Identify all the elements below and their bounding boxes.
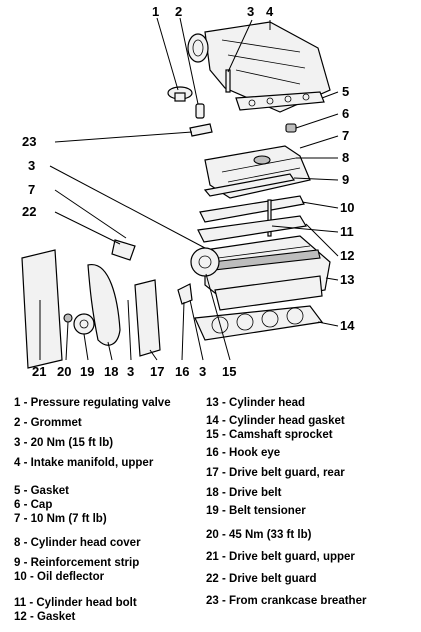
callout-8: 8: [342, 150, 349, 165]
drive-belt-guard-rear: [134, 279, 161, 357]
bolt-upper: [225, 69, 231, 93]
callout-22: 22: [22, 204, 36, 219]
belt-tensioner: [73, 313, 95, 335]
callout-3-bottom: 3: [127, 364, 134, 379]
legend-item-9: 9 - Reinforcement strip: [14, 557, 140, 569]
drive-belt-guard: [111, 239, 136, 261]
legend-item-20: 20 - 45 Nm (33 ft lb): [206, 529, 312, 541]
cylinder-head: [204, 235, 331, 311]
legend-item-23: 23 - From crankcase breather: [206, 595, 367, 607]
legend-item-19: 19 - Belt tensioner: [206, 505, 306, 517]
callout-21: 21: [32, 364, 46, 379]
legend-item-10: 10 - Oil deflector: [14, 571, 105, 583]
callout-7-right: 7: [342, 128, 349, 143]
camshaft-sprocket: [190, 247, 220, 277]
legend-left-column: 1 - Pressure regulating valve 2 - Gromme…: [14, 396, 204, 624]
callout-15: 15: [222, 364, 236, 379]
legend-item-2: 2 - Grommet: [14, 417, 82, 429]
legend-item-18: 18 - Drive belt: [206, 487, 282, 499]
legend-item-5: 5 - Gasket: [14, 485, 69, 497]
legend-item-8: 8 - Cylinder head cover: [14, 537, 141, 549]
callout-12: 12: [340, 248, 354, 263]
callout-4: 4: [266, 4, 274, 19]
callout-14: 14: [340, 318, 355, 333]
callout-13: 13: [340, 272, 354, 287]
reinforcement-strip: [203, 173, 296, 197]
legend-right-column: 13 - Cylinder head 14 - Cylinder head ga…: [206, 396, 416, 608]
exploded-engine-diagram: 1 2 3 4 5 6 7 8 9 10 11 12 13 14 23 3 7 …: [21, 4, 355, 379]
hook-eye: [177, 283, 193, 305]
legend-item-12: 12 - Gasket: [14, 611, 76, 623]
callout-11: 11: [340, 224, 354, 239]
callout-20: 20: [57, 364, 71, 379]
callout-17: 17: [150, 364, 164, 379]
legend-item-3: 3 - 20 Nm (15 ft lb): [14, 437, 114, 449]
legend-item-15: 15 - Camshaft sprocket: [206, 429, 333, 441]
manifold-gasket: [235, 91, 325, 111]
pressure-regulating-valve: [167, 86, 193, 102]
callout-numbers: 1 2 3 4 5 6 7 8 9 10 11 12 13 14 23 3 7 …: [22, 4, 355, 379]
legend-item-17: 17 - Drive belt guard, rear: [206, 467, 345, 479]
legend-item-13: 13 - Cylinder head: [206, 397, 306, 409]
callout-18: 18: [104, 364, 118, 379]
callout-3-bottom-2: 3: [199, 364, 206, 379]
legend-item-6: 6 - Cap: [14, 499, 53, 511]
callout-9: 9: [342, 172, 349, 187]
legend-item-16: 16 - Hook eye: [206, 447, 281, 459]
legend-item-1: 1 - Pressure regulating valve: [14, 397, 171, 409]
grommet: [195, 103, 205, 119]
callout-7-left: 7: [28, 182, 35, 197]
tensioner-bolt: [63, 313, 73, 323]
breather-hose: [189, 123, 213, 137]
callout-16: 16: [175, 364, 189, 379]
legend-item-21: 21 - Drive belt guard, upper: [206, 551, 355, 563]
callout-6: 6: [342, 106, 349, 121]
legend-item-7: 7 - 10 Nm (7 ft lb): [14, 513, 107, 525]
cylinder-head-bolt: [267, 199, 272, 237]
legend-item-22: 22 - Drive belt guard: [206, 573, 317, 585]
callout-5: 5: [342, 84, 349, 99]
callout-1: 1: [152, 4, 159, 19]
legend-item-11: 11 - Cylinder head bolt: [14, 597, 137, 609]
callout-10: 10: [340, 200, 354, 215]
callout-3-left: 3: [28, 158, 35, 173]
drive-belt: [87, 264, 121, 346]
callout-19: 19: [80, 364, 94, 379]
drive-belt-guard-upper: [21, 249, 63, 369]
cover-gasket: [197, 215, 307, 243]
callout-23: 23: [22, 134, 36, 149]
cylinder-head-gasket: [194, 305, 324, 341]
leader-lines: [39, 17, 339, 361]
legend-item-14: 14 - Cylinder head gasket: [206, 415, 345, 427]
oil-deflector: [199, 195, 305, 223]
cap: [285, 123, 297, 133]
callout-2: 2: [175, 4, 182, 19]
legend-item-4: 4 - Intake manifold, upper: [14, 457, 154, 469]
callout-3-top: 3: [247, 4, 254, 19]
